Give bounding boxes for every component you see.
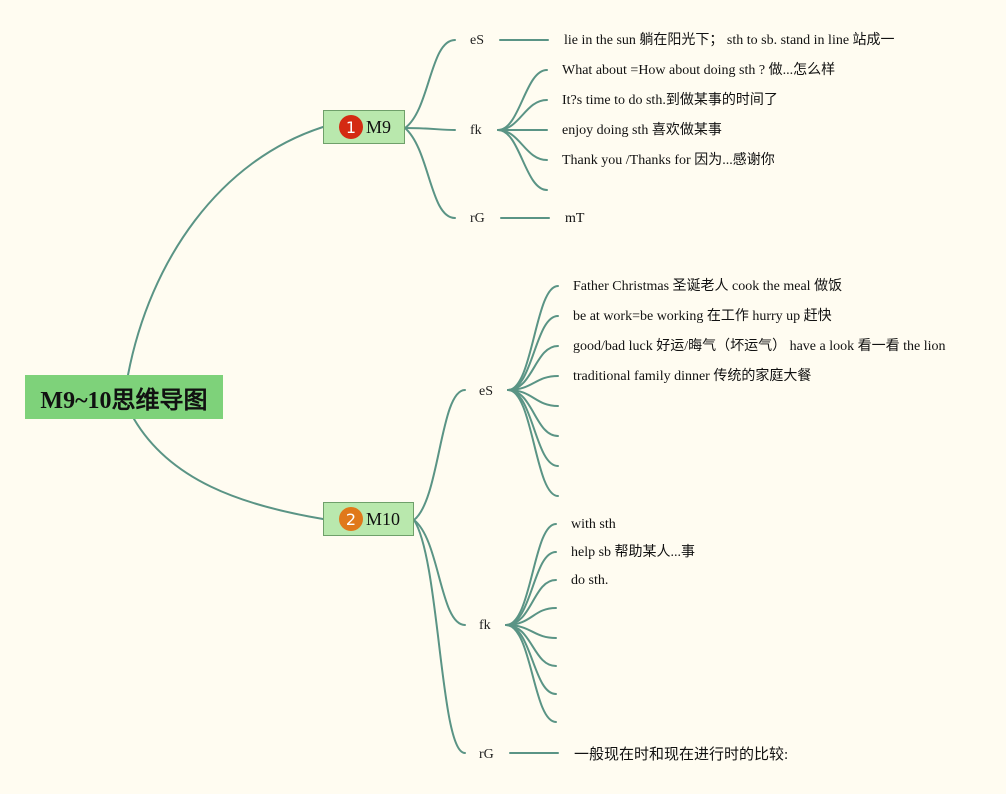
m10-title: M10	[366, 508, 401, 529]
m10-number-badge: 2	[339, 507, 363, 531]
m10-es-label[interactable]: eS	[479, 384, 493, 399]
m10-fk-leaf-line-2	[505, 551, 557, 626]
m9-to-fk-line	[404, 127, 456, 131]
m9-fk-leaf-line-2	[497, 99, 548, 131]
m9-fk-leaf-line-4	[497, 129, 548, 161]
m10-fk-leaf-line-1	[505, 523, 557, 626]
m9-title: M9	[366, 116, 392, 137]
m9-es-item[interactable]: lie in the sun 躺在阳光下； sth to sb. stand i…	[564, 33, 895, 48]
root-to-m10-line	[133, 418, 324, 520]
m10-fk-item[interactable]: do sth.	[571, 573, 609, 588]
m10-es-leaf-line-8	[507, 389, 559, 497]
m9-fk-leaf-line-5	[497, 129, 548, 191]
m10-to-es-line	[413, 389, 466, 521]
m9-to-es-line	[404, 39, 456, 129]
m10-es-leaf-line-2	[507, 315, 559, 391]
m9-number-badge: 1	[339, 115, 363, 139]
m9-fk-item[interactable]: enjoy doing sth 喜欢做某事	[562, 123, 722, 138]
root-topic[interactable]: M9~10思维导图	[25, 375, 223, 419]
m10-fk-label[interactable]: fk	[479, 618, 491, 633]
m10-es-item[interactable]: good/bad luck 好运/晦气（坏运气） have a look 看一看…	[573, 339, 946, 354]
m9-to-rg-line	[404, 127, 456, 219]
m10-es-item[interactable]: Father Christmas 圣诞老人 cook the meal 做饭	[573, 279, 843, 294]
m10-to-rg-line	[413, 519, 466, 754]
m9-fk-item[interactable]: What about =How about doing sth ? 做...怎么…	[562, 63, 836, 78]
m10-fk-leaf-line-7	[505, 624, 557, 695]
topic-m10[interactable]: 2 M10	[323, 502, 414, 536]
m10-rg-item[interactable]: 一般现在时和现在进行时的比较:	[574, 747, 789, 763]
m10-to-fk-line	[413, 519, 466, 626]
m9-rg-item[interactable]: mT	[565, 211, 585, 226]
m10-fk-item[interactable]: with sth	[571, 517, 616, 532]
root-to-m9-line	[127, 126, 324, 376]
m10-fk-item[interactable]: help sb 帮助某人...事	[571, 545, 696, 560]
m9-fk-item[interactable]: Thank you /Thanks for 因为...感谢你	[562, 153, 775, 168]
m10-fk-leaf-line-8	[505, 624, 557, 723]
m9-rg-label[interactable]: rG	[470, 211, 485, 226]
m9-fk-leaf-line-1	[497, 69, 548, 131]
m9-fk-label[interactable]: fk	[470, 123, 482, 138]
m10-es-leaf-line-7	[507, 389, 559, 467]
m9-fk-item[interactable]: It?s time to do sth.到做某事的时间了	[562, 93, 778, 108]
m10-es-leaf-line-1	[507, 285, 559, 391]
m10-es-item[interactable]: traditional family dinner 传统的家庭大餐	[573, 369, 812, 384]
m10-es-item[interactable]: be at work=be working 在工作 hurry up 赶快	[573, 309, 832, 324]
m9-es-label[interactable]: eS	[470, 33, 484, 48]
root-title: M9~10思维导图	[40, 387, 208, 414]
m10-rg-label[interactable]: rG	[479, 747, 494, 762]
topic-m9[interactable]: 1 M9	[323, 110, 405, 144]
